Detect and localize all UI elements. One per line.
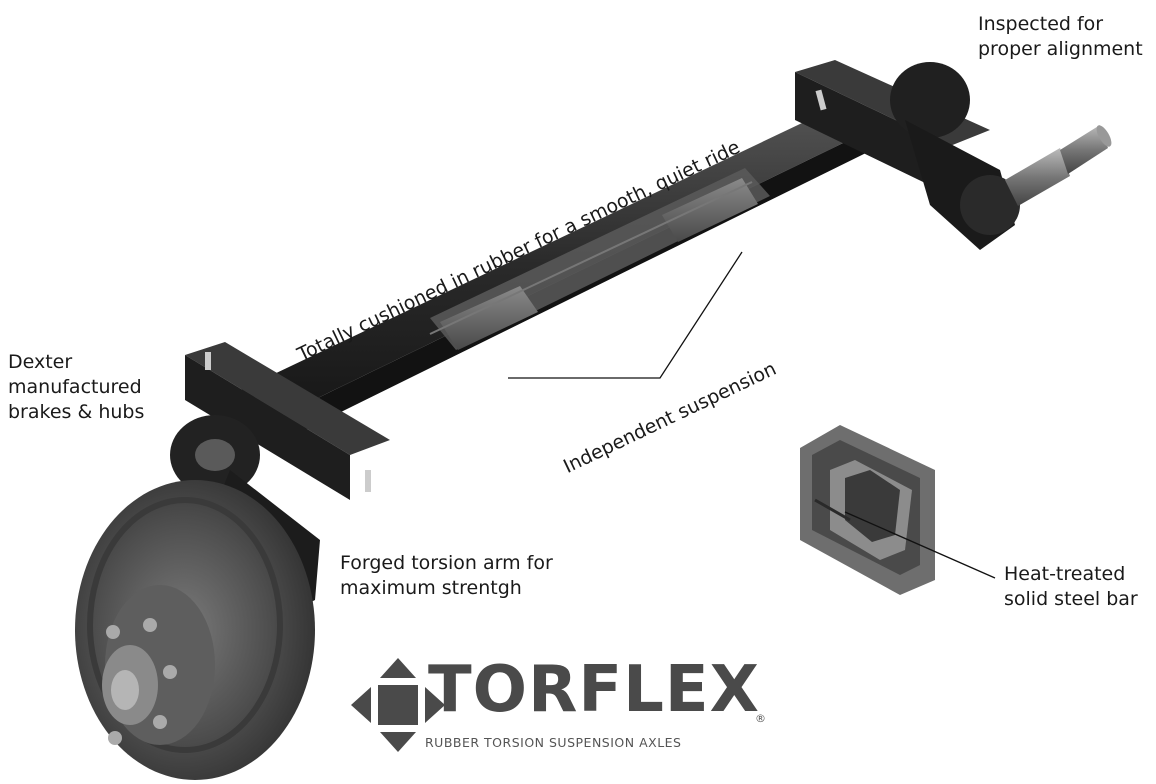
dexter-line-1: Dexter [8, 351, 73, 373]
forged-line-1: Forged torsion arm for [340, 552, 553, 574]
leader-lines [508, 251, 996, 579]
heat-treated-line-2: solid steel bar [1004, 588, 1138, 610]
registered-mark: ® [755, 712, 766, 725]
spindle [1005, 125, 1112, 206]
dexter-line-3: brakes & hubs [8, 401, 145, 423]
steel-bar-cutaway [800, 425, 935, 595]
alignment-line-2: proper alignment [978, 38, 1143, 60]
left-mounting-bracket [185, 342, 390, 500]
heat-treated-callout: Heat-treated solid steel bar [1004, 562, 1138, 612]
brake-drum [75, 480, 315, 780]
heat-treated-line-1: Heat-treated [1004, 563, 1126, 585]
right-torsion-arm [890, 62, 1020, 250]
torflex-logo-text: TORFLEX [428, 653, 760, 727]
forged-callout: Forged torsion arm for maximum strentgh [340, 551, 553, 601]
independent-suspension-leader [508, 251, 743, 379]
torsion-tube [230, 104, 872, 448]
torflex-emblem-icon [351, 658, 445, 752]
forged-line-2: maximum strentgh [340, 577, 522, 599]
dexter-callout: Dexter manufactured brakes & hubs [8, 350, 144, 425]
steel-bar-leader [844, 511, 996, 579]
torflex-tagline: RUBBER TORSION SUSPENSION AXLES [425, 735, 682, 750]
alignment-line-1: Inspected for [978, 13, 1104, 35]
alignment-callout: Inspected for proper alignment [978, 12, 1143, 62]
dexter-line-2: manufactured [8, 376, 142, 398]
